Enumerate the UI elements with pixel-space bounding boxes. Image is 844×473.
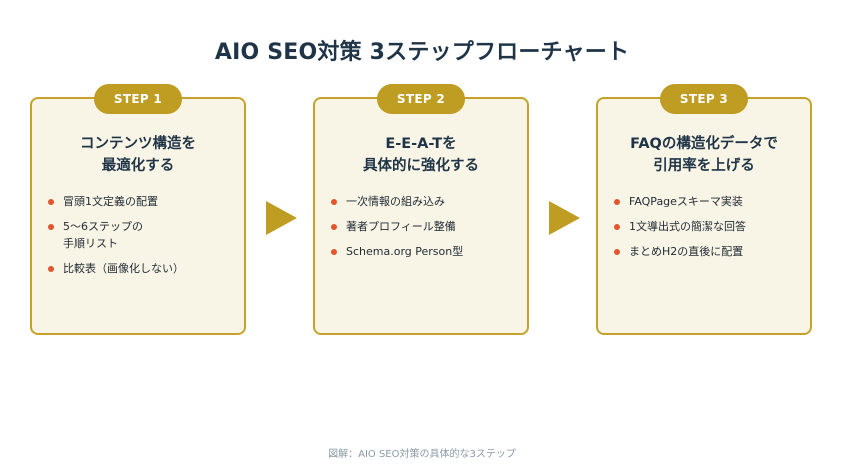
step-1-card: STEP 1 コンテンツ構造を 最適化する 冒頭1文定義の配置 5〜6ステップの…	[30, 84, 246, 335]
bullet-dot-icon	[331, 199, 337, 205]
list-item-text: 冒頭1文定義の配置	[63, 195, 158, 208]
bullet-dot-icon	[614, 224, 620, 230]
list-item: 著者プロフィール整備	[331, 218, 519, 235]
step-3-title: FAQの構造化データで 引用率を上げる	[630, 136, 778, 174]
step-1-title: コンテンツ構造を 最適化する	[80, 136, 196, 174]
list-item-text: 1文導出式の簡潔な回答	[629, 220, 746, 233]
list-item: Schema.org Person型	[331, 243, 519, 260]
step-2-title: E-E-A-Tを 具体的に強化する	[363, 136, 479, 174]
figure-caption: 図解：AIO SEO対策の具体的な3ステップ	[328, 449, 516, 460]
step-1-items: 冒頭1文定義の配置 5〜6ステップの 手順リスト 比較表（画像化しない）	[48, 193, 236, 285]
list-item: まとめH2の直後に配置	[614, 243, 802, 260]
list-item-text: Schema.org Person型	[346, 245, 464, 258]
arrow-right-icon	[266, 201, 297, 235]
list-item: 冒頭1文定義の配置	[48, 193, 236, 210]
list-item: 比較表（画像化しない）	[48, 260, 236, 277]
list-item-text: 一次情報の組み込み	[346, 195, 445, 208]
list-item-text: FAQPageスキーマ実装	[629, 195, 743, 208]
bullet-dot-icon	[48, 199, 54, 205]
step-1-badge: STEP 1	[94, 84, 182, 114]
list-item-text: 5〜6ステップの 手順リスト	[63, 220, 143, 250]
arrow-right-icon	[549, 201, 580, 235]
diagram-title: AIO SEO対策 3ステップフローチャート	[214, 40, 630, 65]
list-item: 1文導出式の簡潔な回答	[614, 218, 802, 235]
bullet-dot-icon	[48, 224, 54, 230]
step-3-badge: STEP 3	[660, 84, 748, 114]
list-item-text: 比較表（画像化しない）	[63, 262, 184, 275]
list-item-text: まとめH2の直後に配置	[629, 245, 744, 258]
bullet-dot-icon	[614, 199, 620, 205]
step-2-badge: STEP 2	[377, 84, 465, 114]
step-3-items: FAQPageスキーマ実装 1文導出式の簡潔な回答 まとめH2の直後に配置	[614, 193, 802, 268]
list-item: 一次情報の組み込み	[331, 193, 519, 210]
bullet-dot-icon	[48, 266, 54, 272]
list-item-text: 著者プロフィール整備	[346, 220, 456, 233]
step-3-card: STEP 3 FAQの構造化データで 引用率を上げる FAQPageスキーマ実装…	[596, 84, 812, 335]
bullet-dot-icon	[331, 224, 337, 230]
step-2-items: 一次情報の組み込み 著者プロフィール整備 Schema.org Person型	[331, 193, 519, 268]
list-item: 5〜6ステップの 手順リスト	[48, 218, 236, 252]
list-item: FAQPageスキーマ実装	[614, 193, 802, 210]
step-2-card: STEP 2 E-E-A-Tを 具体的に強化する 一次情報の組み込み 著者プロフ…	[313, 84, 529, 335]
bullet-dot-icon	[331, 249, 337, 255]
bullet-dot-icon	[614, 249, 620, 255]
